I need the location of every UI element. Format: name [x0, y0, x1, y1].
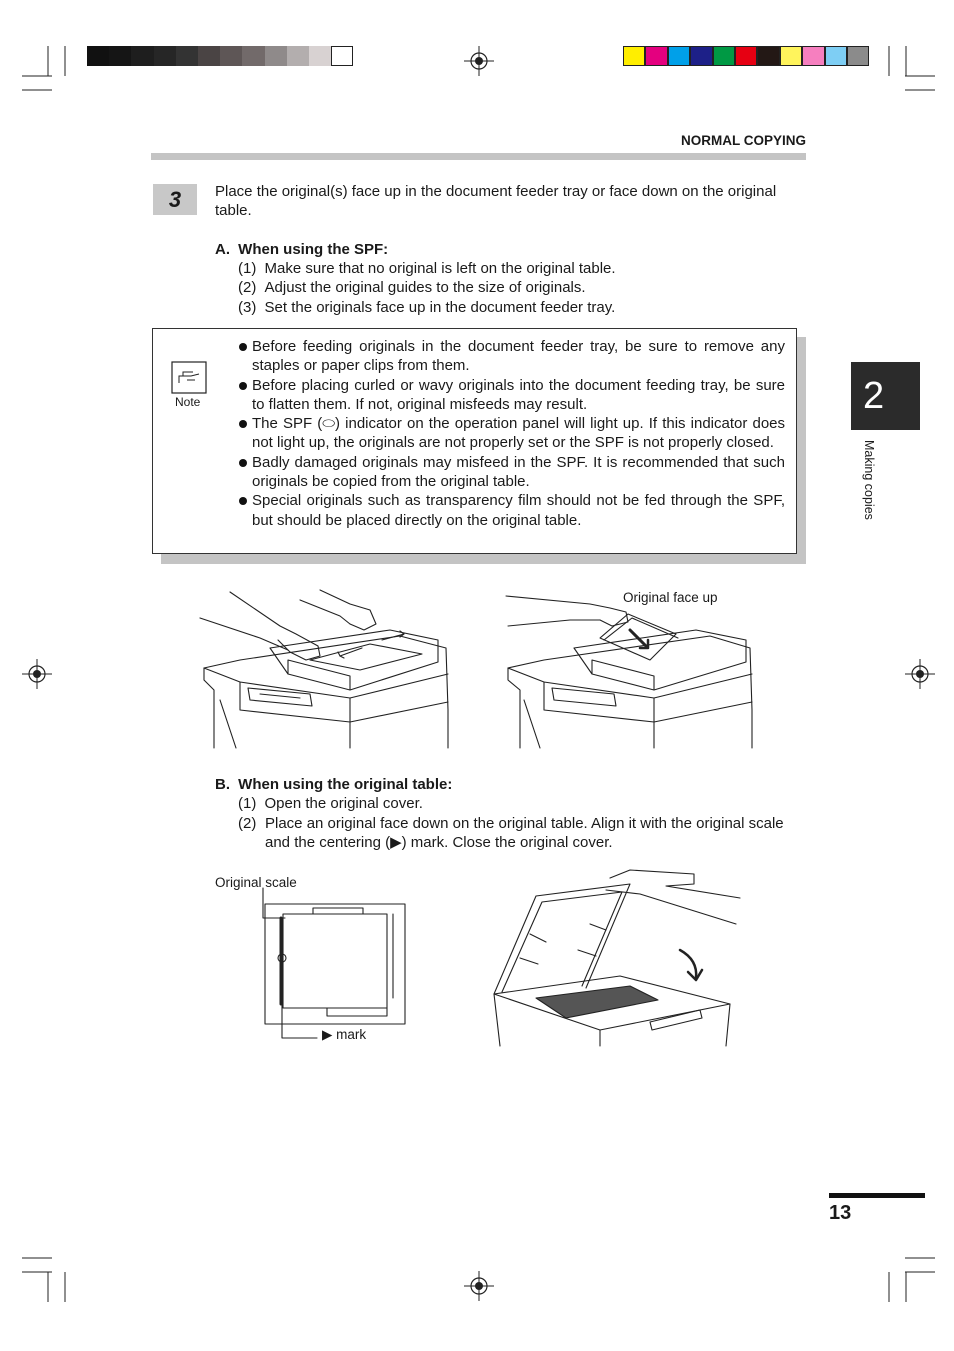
- color-swatch: [623, 46, 646, 66]
- item-number: (1): [238, 260, 257, 277]
- note-item: Badly damaged originals may misfeed in t…: [237, 453, 785, 492]
- note-item: Before placing curled or wavy originals …: [237, 376, 785, 415]
- gray-swatch: [198, 46, 221, 66]
- header-rule: [151, 153, 806, 160]
- item-text: Make sure that no original is left on th…: [264, 260, 616, 277]
- note-hand-icon: [171, 361, 207, 394]
- gray-swatch: [242, 46, 265, 66]
- step-number: 3: [153, 184, 197, 215]
- gray-swatch: [153, 46, 176, 66]
- color-swatch: [667, 46, 691, 66]
- gray-swatch: [131, 46, 154, 66]
- chapter-tab: 2: [851, 362, 920, 430]
- registration-mark-right: [905, 659, 935, 689]
- page-number-rule: [829, 1193, 925, 1198]
- gray-swatch: [109, 46, 132, 66]
- registration-mark-left: [22, 659, 52, 689]
- spf-caption: Original face up: [623, 590, 718, 605]
- note-item: The SPF (⬭) indicator on the operation p…: [237, 414, 785, 453]
- note-item: Special originals such as transparency f…: [237, 491, 785, 530]
- note-box: Note Before feeding originals in the doc…: [152, 328, 797, 554]
- section-b-heading: B. When using the original table:: [215, 775, 452, 794]
- spf-loading-illustration: [505, 595, 753, 749]
- section-b-item-number: (2): [238, 815, 257, 832]
- color-swatch: [847, 46, 870, 66]
- item-number: (1): [238, 795, 257, 812]
- registration-mark-top: [464, 46, 494, 76]
- gray-swatch: [87, 46, 110, 66]
- item-text: Adjust the original guides to the size o…: [264, 279, 586, 296]
- registration-mark-bottom: [464, 1271, 494, 1301]
- original-table-top-view: [262, 887, 406, 1039]
- gray-swatch: [264, 46, 287, 66]
- item-number: (3): [238, 299, 257, 316]
- color-swatch: [802, 46, 825, 66]
- item-text: Set the originals face up in the documen…: [264, 299, 616, 316]
- color-swatch: [690, 46, 713, 66]
- item-number: (2): [238, 279, 257, 296]
- section-a-letter: A.: [215, 241, 230, 258]
- note-label: Note: [175, 395, 201, 409]
- gray-swatch: [331, 46, 354, 66]
- section-title: NORMAL COPYING: [680, 133, 806, 148]
- color-swatch: [824, 46, 847, 66]
- section-a-title: When using the SPF:: [238, 241, 389, 258]
- section-b-item: (1) Open the original cover.: [238, 794, 423, 813]
- note-list: Before feeding originals in the document…: [237, 337, 785, 530]
- page-number: 13: [829, 1202, 852, 1224]
- item-text: Open the original cover.: [264, 795, 423, 812]
- step-intro: Place the original(s) face up in the doc…: [215, 183, 777, 220]
- color-swatch: [645, 46, 668, 66]
- section-a-item: (2) Adjust the original guides to the si…: [238, 278, 586, 297]
- note-item: Before feeding originals in the document…: [237, 337, 785, 376]
- section-a-item: (1) Make sure that no original is left o…: [238, 259, 616, 278]
- chapter-label: Making copies: [862, 440, 876, 520]
- color-swatch: [757, 46, 780, 66]
- section-a-heading: A. When using the SPF:: [215, 240, 388, 259]
- scale-caption: Original scale: [215, 875, 297, 890]
- color-swatch: [735, 46, 758, 66]
- spf-guides-illustration: [199, 589, 449, 749]
- section-b-title: When using the original table:: [238, 776, 453, 793]
- gray-swatch: [286, 46, 309, 66]
- close-cover-illustration: [493, 869, 741, 1047]
- color-swatch: [779, 46, 803, 66]
- section-a-item: (3) Set the originals face up in the doc…: [238, 298, 615, 317]
- section-b-item-line: and the centering (▶) mark. Close the or…: [265, 834, 613, 851]
- gray-swatch: [220, 46, 243, 66]
- mark-caption: ▶ mark: [322, 1027, 367, 1042]
- section-b-item-line: Place an original face down on the origi…: [265, 815, 784, 832]
- gray-swatch: [309, 46, 332, 66]
- color-swatch: [712, 46, 735, 66]
- gray-swatch: [175, 46, 198, 66]
- section-b-letter: B.: [215, 776, 230, 793]
